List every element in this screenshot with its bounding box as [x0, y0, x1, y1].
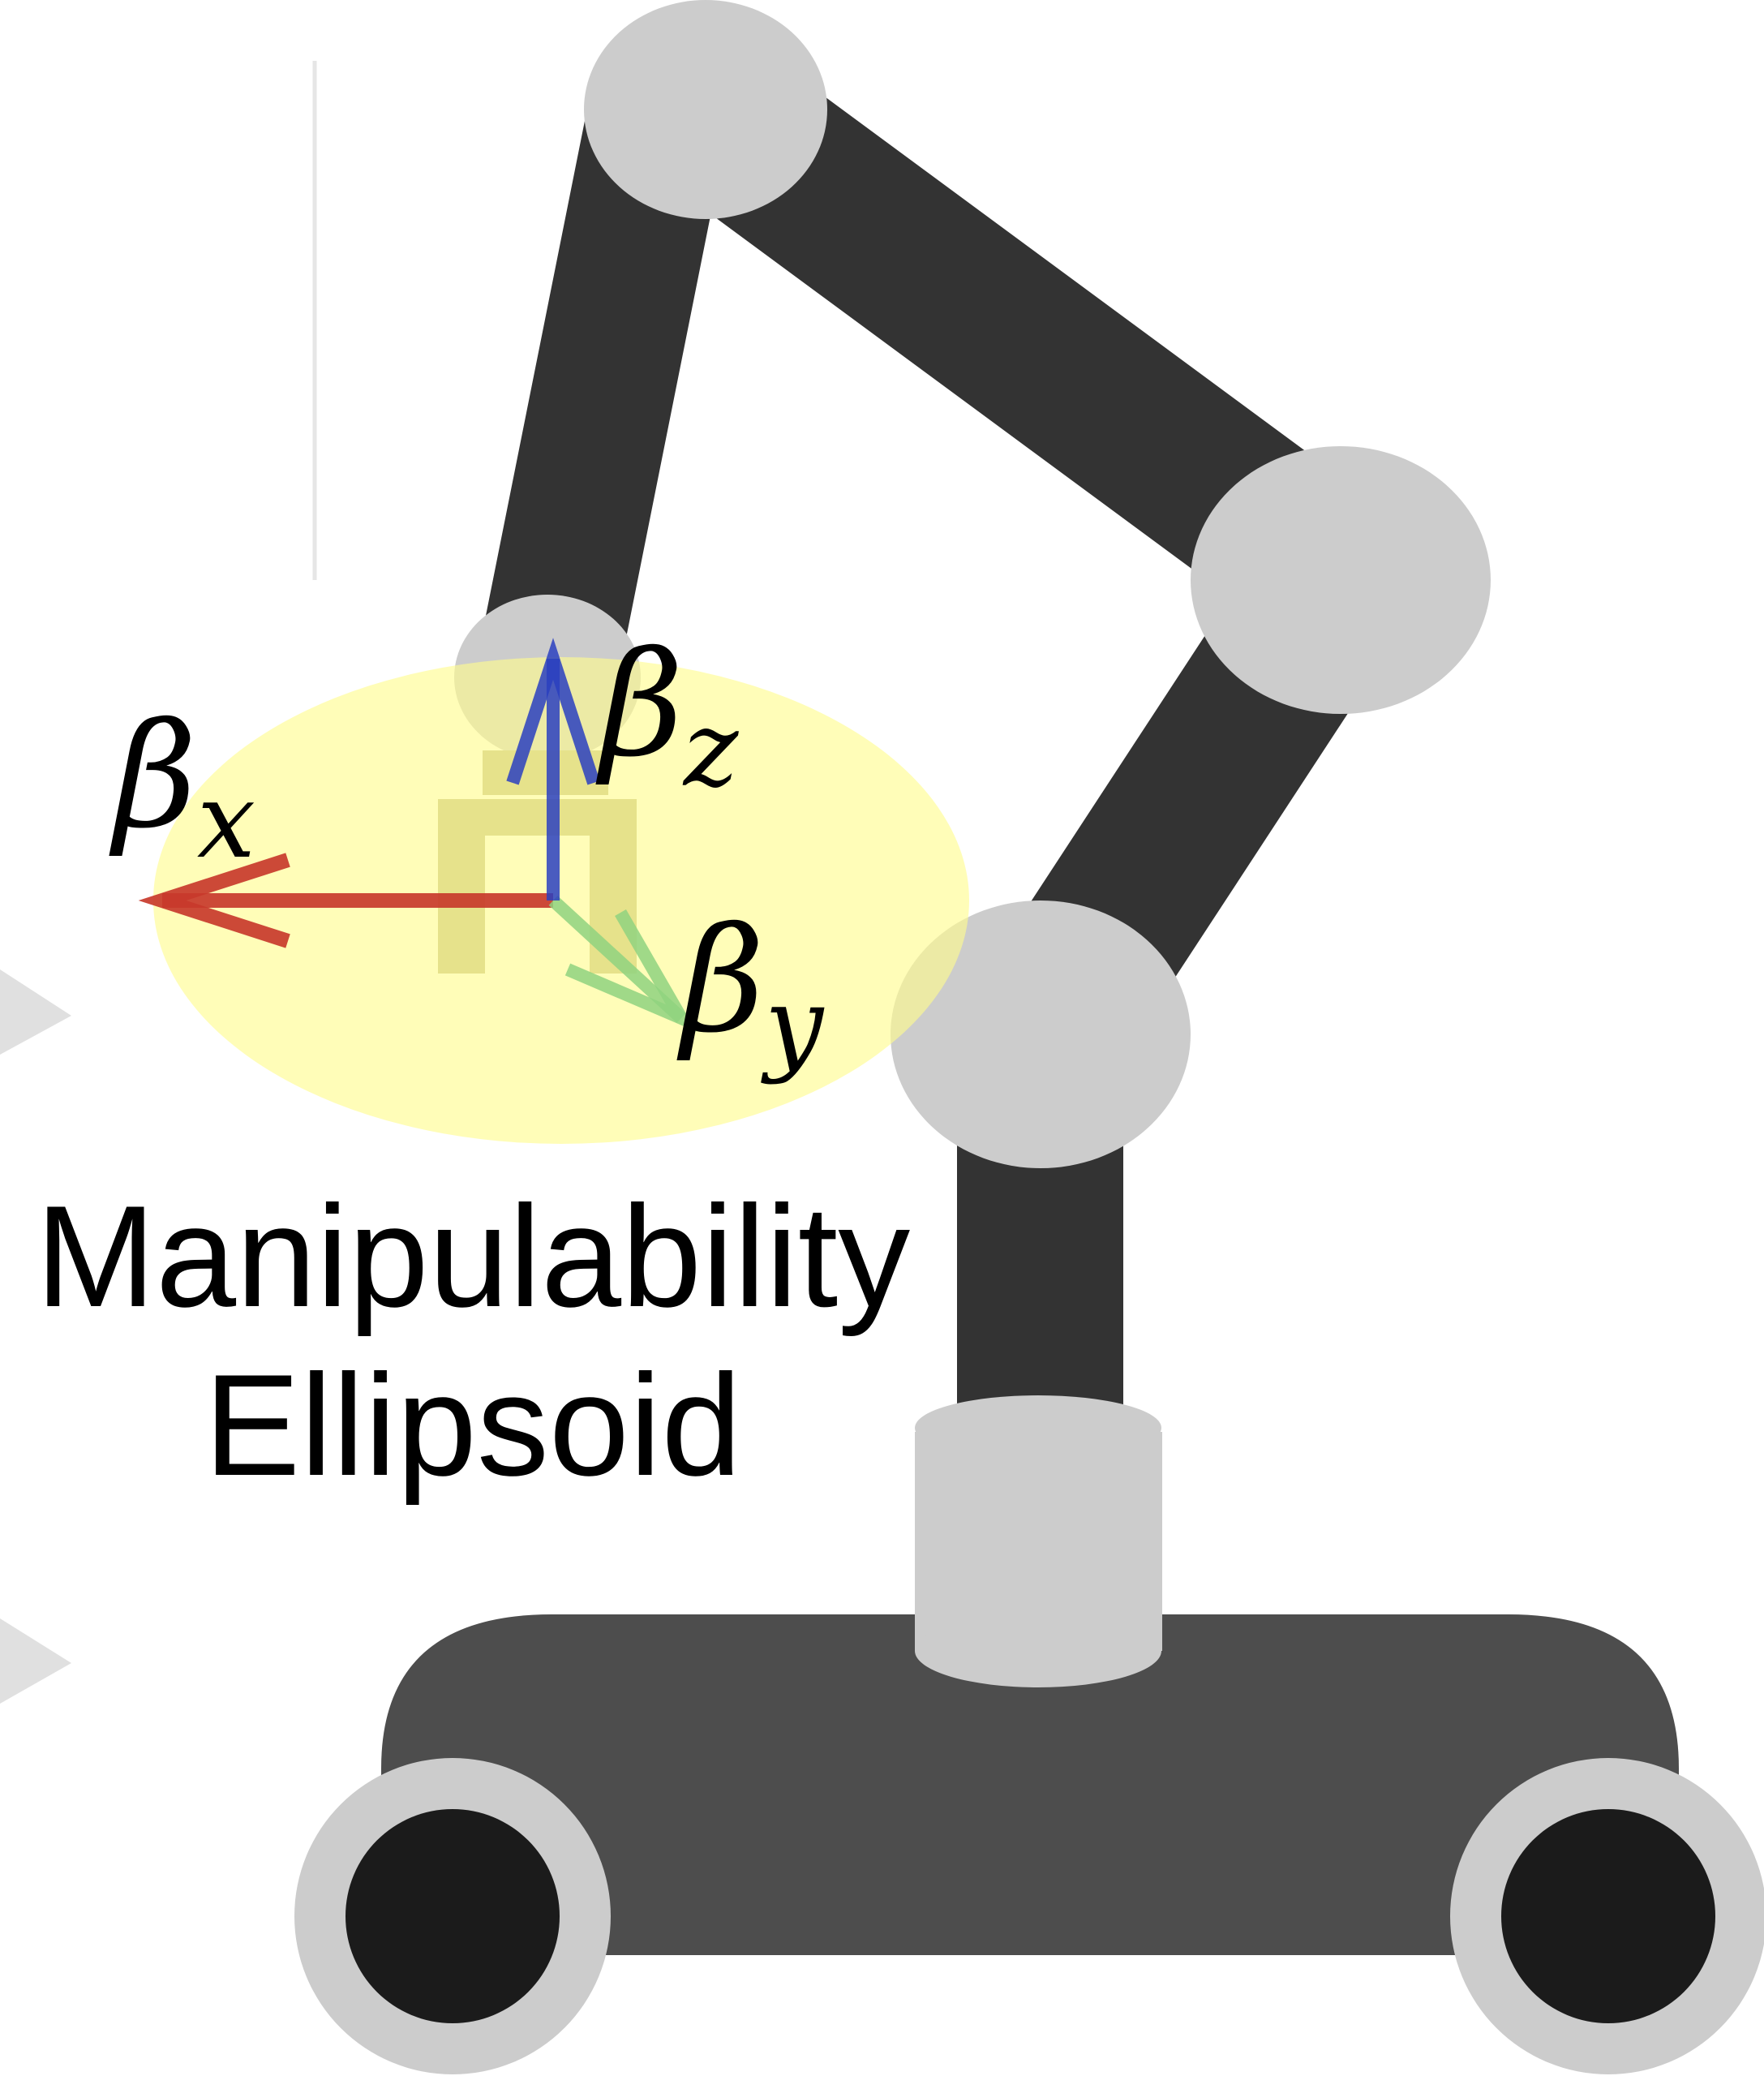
triangle-pointer-icon — [0, 1618, 71, 1704]
caption-line-1: Manipulability — [36, 1176, 910, 1337]
joint-top — [584, 0, 827, 219]
arm-base-cylinder — [915, 1432, 1162, 1651]
axis-x-arrow — [138, 853, 553, 948]
label-beta-z: βz — [595, 621, 740, 810]
axis-z-arrow — [506, 638, 600, 900]
joint-elbow — [1191, 446, 1491, 714]
joint-shoulder — [891, 900, 1191, 1168]
mobile-manipulator-icon — [294, 0, 1764, 2074]
arm-base-cylinder-bottom — [915, 1614, 1161, 1687]
arm-link-wrist — [482, 107, 727, 664]
triangle-pointer-icon — [0, 969, 71, 1055]
robot-base-body — [381, 1614, 1679, 1955]
axis-y-arrow — [548, 896, 697, 1032]
label-beta-x: βx — [109, 692, 255, 882]
arm-base-cylinder-top — [915, 1395, 1161, 1460]
label-beta-y: βy — [676, 896, 825, 1086]
wheel-left-hub — [346, 1809, 560, 2023]
caption-line-2: Ellipsoid — [204, 1344, 742, 1506]
wheel-right-hub — [1501, 1809, 1715, 2023]
